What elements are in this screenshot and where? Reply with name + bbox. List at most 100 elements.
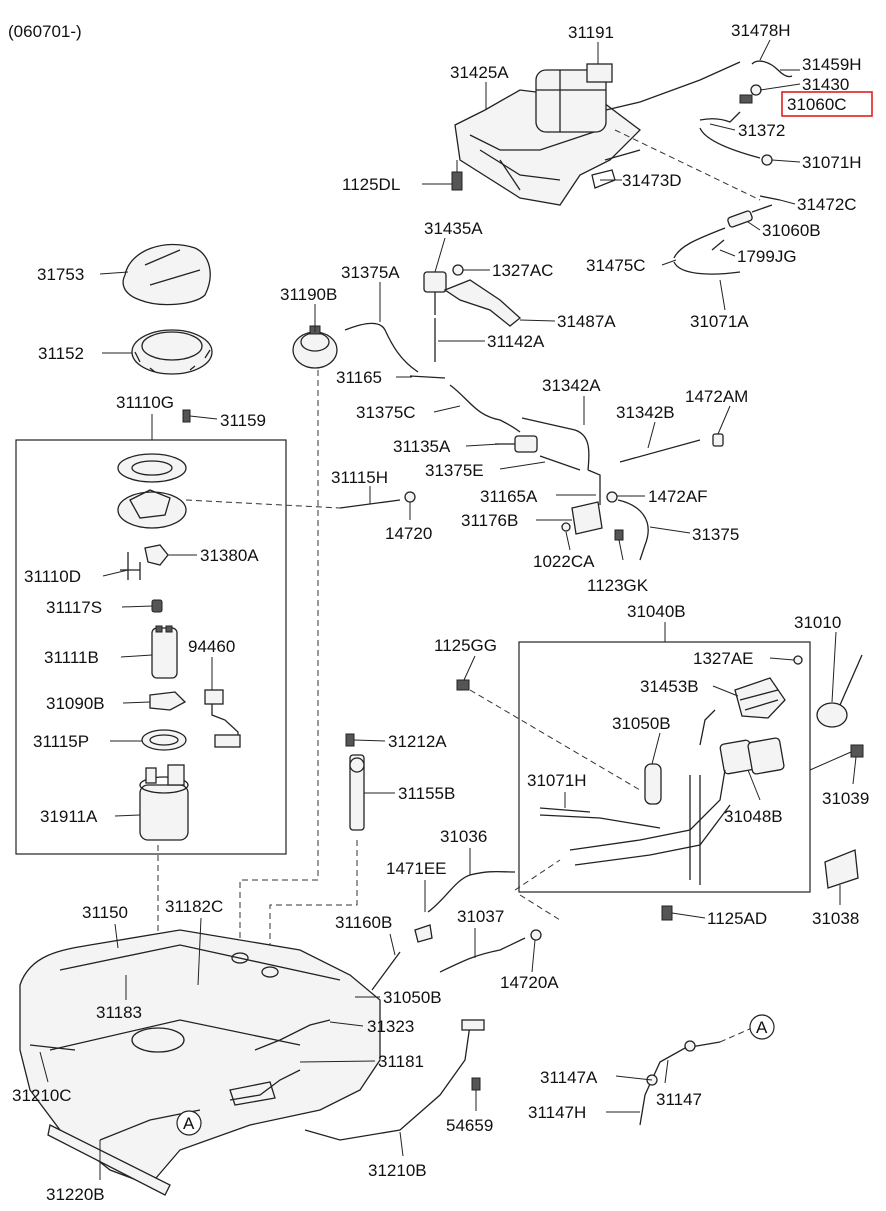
tank-link-dash-2 <box>269 840 358 970</box>
hose-31375A <box>344 322 419 373</box>
part-label-31472C: 31472C <box>797 195 857 214</box>
filter-housing-31911A <box>139 764 189 841</box>
part-label-31115H: 31115H <box>331 468 388 487</box>
part-label-31039: 31039 <box>822 789 869 808</box>
part-label-31060C: 31060C <box>787 95 847 114</box>
part-label-31342B: 31342B <box>616 403 675 422</box>
part-label-31473D: 31473D <box>622 171 682 190</box>
gauge-unit-31155B <box>349 754 365 831</box>
part-label-31071H-mid: 31071H <box>527 771 587 790</box>
bolt-1125DL <box>451 160 463 191</box>
part-label-31375A: 31375A <box>341 263 400 282</box>
part-label-31181: 31181 <box>378 1052 424 1071</box>
part-label-31453B: 31453B <box>640 677 699 696</box>
part-label-31147: 31147 <box>656 1090 702 1109</box>
canister-cover-31191 <box>586 63 613 83</box>
part-label-31372: 31372 <box>738 121 785 140</box>
housing-31453B <box>734 677 786 719</box>
part-label-14720: 14720 <box>385 524 432 543</box>
bolt-31159 <box>182 409 191 423</box>
clip-1327AC <box>452 264 464 276</box>
hose-31375 <box>617 499 649 561</box>
part-label-31487A: 31487A <box>557 312 616 331</box>
part-label-31191: 31191 <box>568 23 614 42</box>
part-label-31478H: 31478H <box>731 21 791 40</box>
part-label-31183: 31183 <box>96 1003 142 1022</box>
part-label-31060B: 31060B <box>762 221 821 240</box>
part-label-31110G: 31110G <box>116 393 174 412</box>
pipe-31323 <box>254 1019 331 1051</box>
part-label-31037: 31037 <box>457 907 504 926</box>
part-label-31375C: 31375C <box>356 403 416 422</box>
part-label-31159: 31159 <box>220 411 266 430</box>
part-label-31425A: 31425A <box>450 63 509 82</box>
filler-cap-31010 <box>816 654 863 728</box>
seal-31117S <box>151 599 163 613</box>
protector-31220B <box>47 1124 171 1196</box>
part-label-31040B: 31040B <box>627 602 686 621</box>
bolt-1327AE <box>793 655 803 665</box>
bolt-to-filler-line <box>469 689 641 791</box>
reference-letter-a-2: A <box>756 1018 768 1037</box>
highlight-box-31060C <box>781 91 873 117</box>
clamp-14720 <box>404 491 416 503</box>
bracket-31176B <box>571 501 603 535</box>
vent-hose-31478H <box>739 60 793 104</box>
part-label-31050B-top: 31050B <box>612 714 671 733</box>
part-label-94460: 94460 <box>188 637 235 656</box>
clamp-1472AM <box>712 433 724 447</box>
part-label-31135A: 31135A <box>393 437 451 456</box>
pipe-31181 <box>229 1069 301 1101</box>
part-label-31375E: 31375E <box>425 461 484 480</box>
part-label-14720A: 14720A <box>500 973 559 992</box>
fuel-tank-31150 <box>19 929 381 1186</box>
bracket-31487A <box>443 279 522 327</box>
part-label-31111B: 31111B <box>44 648 99 667</box>
hose-31037 <box>439 937 526 973</box>
hose-31342B <box>619 439 701 463</box>
part-label-1472AF: 1472AF <box>648 487 708 506</box>
part-label-1123GK: 1123GK <box>587 576 649 595</box>
gasket-31110G <box>117 453 187 483</box>
part-label-31375: 31375 <box>692 525 739 544</box>
part-label-1125GG: 1125GG <box>434 636 497 655</box>
part-label-31430: 31430 <box>802 75 849 94</box>
canister-31060C <box>535 61 741 133</box>
strap-31210B <box>304 1019 485 1141</box>
part-label-31010: 31010 <box>794 613 841 632</box>
part-label-1799JG: 1799JG <box>737 247 797 266</box>
part-label-31155B: 31155B <box>398 784 455 803</box>
pump-cover-31753 <box>122 243 211 306</box>
part-label-31110D: 31110D <box>24 567 81 586</box>
canister-to-valve-line <box>614 129 761 201</box>
part-label-1327AC: 1327AC <box>492 261 553 280</box>
part-label-31380A: 31380A <box>200 546 259 565</box>
part-label-31071A: 31071A <box>690 312 749 331</box>
part-label-31210B: 31210B <box>368 1161 427 1180</box>
vapor-hose-link <box>719 1027 753 1043</box>
part-label-31165: 31165 <box>336 368 382 387</box>
clamp-1471EE <box>414 924 433 943</box>
part-label-31050B-bottom: 31050B <box>383 988 442 1007</box>
fuel-pump-assembly-frame <box>15 439 287 855</box>
strainer-31090B <box>149 691 187 711</box>
hose-31375C <box>449 384 521 433</box>
part-label-31160B: 31160B <box>335 913 392 932</box>
connector-31165 <box>409 375 446 379</box>
part-label-31220B: 31220B <box>46 1185 105 1204</box>
bolt-31039 <box>809 744 864 771</box>
lock-ring-31152 <box>131 329 213 375</box>
strap-31210C <box>29 1044 76 1051</box>
part-label-31147H: 31147H <box>528 1103 586 1122</box>
clamp-1472AF <box>606 491 618 503</box>
part-label-31176B: 31176B <box>461 511 518 530</box>
part-label-31210C: 31210C <box>12 1086 72 1105</box>
part-label-31753: 31753 <box>37 265 84 284</box>
bolt-1022CA <box>561 522 571 532</box>
hose-31342A <box>521 417 590 471</box>
date-range-label: (060701-) <box>8 22 82 41</box>
part-label-31147A: 31147A <box>540 1068 598 1087</box>
reference-letter-a-1: A <box>183 1114 195 1133</box>
part-label-31071H-top: 31071H <box>802 153 862 172</box>
